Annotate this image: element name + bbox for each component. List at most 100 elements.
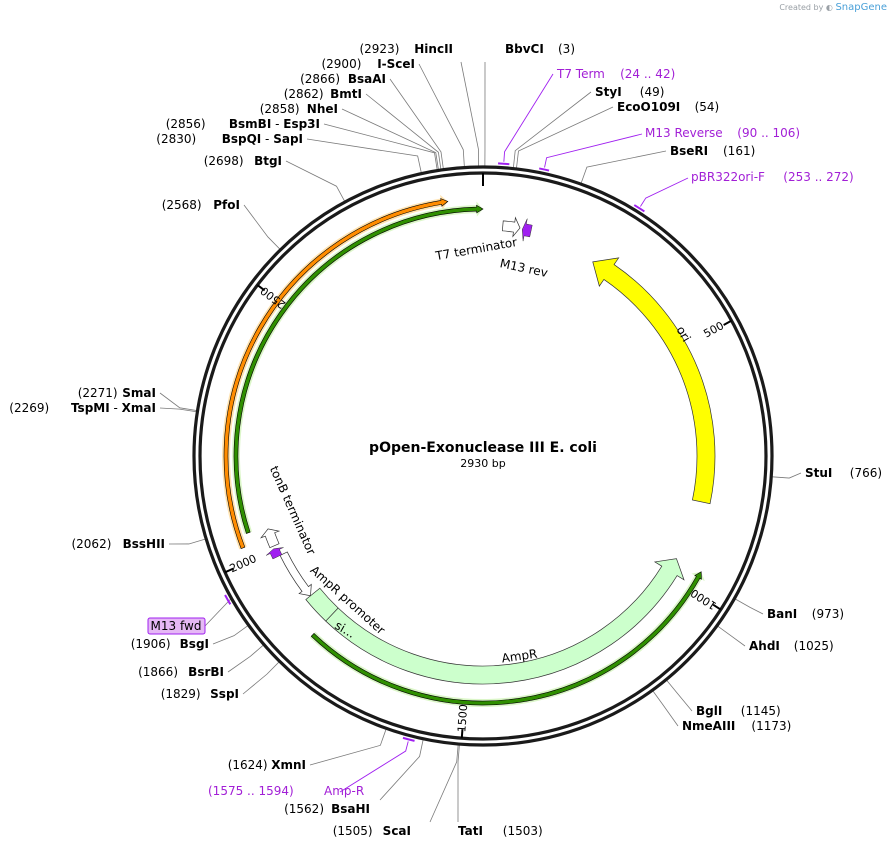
feature-label-m13-rev: M13 rev (499, 256, 549, 280)
site-stui[interactable]: StuI(766) (805, 466, 882, 480)
leader-line (365, 93, 442, 170)
site-position: (1173) (751, 719, 791, 733)
site-bsgi[interactable]: BsgI(1906) (131, 637, 209, 651)
leader-line (457, 745, 460, 823)
site-bani[interactable]: BanI(973) (767, 607, 844, 621)
site-position: (161) (723, 144, 755, 158)
site-pfoi[interactable]: PfoI (2568) (162, 198, 240, 212)
site-nmeaiii[interactable]: NmeAIII(1173) (682, 719, 791, 733)
tick-label: 1000 (688, 586, 719, 612)
orf-arrow[interactable] (223, 198, 449, 549)
site-bmti[interactable]: BmtI(2862) (284, 87, 362, 101)
site-name: PfoI (213, 198, 240, 212)
feature-t7-terminator[interactable] (501, 216, 521, 238)
site-bsahi[interactable]: BsaHI(1562) (284, 802, 370, 816)
site-name: BbvCI (505, 42, 544, 56)
site-bsmbi[interactable]: BsmBI - Esp3I(2856) (166, 117, 320, 131)
site-position: (1025) (794, 639, 834, 653)
primer-name: M13 fwd (151, 619, 202, 633)
leader-line (735, 598, 764, 615)
site-ahdi[interactable]: AhdI(1025) (749, 639, 834, 653)
leader-line (243, 204, 281, 250)
feature-m13-fwd[interactable] (266, 547, 284, 560)
feature-m13-rev[interactable] (522, 218, 533, 242)
feature-tonb-terminator[interactable] (260, 528, 281, 549)
site-bseri[interactable]: BseRI(161) (670, 144, 755, 158)
site-position: (2269) (9, 401, 49, 415)
site-name: StyI (595, 85, 622, 99)
site-name: BtgI (254, 154, 282, 168)
leader-line (306, 138, 422, 173)
site-position: (766) (850, 466, 882, 480)
site-name: EcoO109I (617, 100, 680, 114)
site-position: (2923) (359, 42, 399, 56)
site-name: BsrBI (188, 665, 224, 679)
leader-line (717, 625, 746, 647)
site-bspqi[interactable]: BspQI - SapI(2830) (156, 132, 303, 146)
primer-label-box (147, 617, 206, 635)
leader-line (341, 108, 439, 170)
primer-m13-reverse[interactable]: M13 Reverse(90 .. 106) (645, 126, 800, 140)
tick-mark (460, 729, 464, 739)
site-position: (1624) (228, 758, 268, 772)
tick-mark (224, 567, 234, 574)
site-sspi[interactable]: SspI(1829) (161, 687, 239, 701)
primer-pbr322ori-f-bar (633, 204, 645, 213)
site-position: (49) (640, 85, 665, 99)
leader-line (227, 644, 264, 673)
primer-name: Amp-R (324, 784, 364, 798)
site-position: (1562) (284, 802, 324, 816)
site-name: BanI (767, 607, 797, 621)
site-scai[interactable]: ScaI(1505) (333, 824, 411, 838)
site-hincii[interactable]: HincII(2923) (359, 42, 453, 56)
site-nhei[interactable]: NheI(2858) (260, 102, 338, 116)
site-position: (2862) (284, 87, 324, 101)
site-xmni[interactable]: XmnI(1624) (228, 758, 306, 772)
site-name: BspQI - SapI (222, 132, 303, 146)
site-bsshii[interactable]: BssHII(2062) (71, 537, 165, 551)
primer-leader-line (544, 133, 643, 168)
leader-line (429, 744, 459, 823)
leader-line (285, 160, 345, 202)
feature-ori[interactable] (592, 257, 716, 505)
feature-signal-peptide[interactable] (305, 587, 339, 622)
primer-range: (90 .. 106) (737, 126, 800, 140)
site-position: (2568) (162, 198, 202, 212)
primer-leader-line (503, 73, 554, 162)
site-i-scei[interactable]: I-SceI(2900) (321, 57, 415, 71)
orf-arrow[interactable] (233, 204, 484, 534)
site-btgi[interactable]: BtgI(2698) (204, 154, 282, 168)
site-ecoo109i[interactable]: EcoO109I(54) (617, 100, 719, 114)
primer-t7-term[interactable]: T7 Term(24 .. 42) (556, 67, 675, 81)
site-bgli[interactable]: BglI(1145) (696, 704, 781, 718)
feature-ampr-promoter[interactable] (279, 551, 312, 597)
credit-brand: SnapGene (835, 2, 887, 13)
leader-line (666, 680, 693, 712)
site-bbvci[interactable]: BbvCI(3) (505, 42, 575, 56)
tick-mark (256, 284, 266, 292)
site-bsaai[interactable]: BsaAI(2866) (300, 72, 386, 86)
primer-amp-r-bar (402, 736, 415, 742)
tick-label: 500 (701, 319, 726, 340)
site-bsrbi[interactable]: BsrBI(1866) (138, 665, 224, 679)
tick-label: 1500 (455, 704, 470, 733)
primer-t7-term-bar (498, 162, 510, 166)
primer-amp-r[interactable]: (1575 .. 1594)Amp-R (208, 784, 364, 798)
leader-line (379, 739, 424, 801)
primer-m13-reverse-bar (539, 167, 550, 172)
leader-line (323, 123, 438, 170)
site-tati[interactable]: TatI(1503) (458, 824, 543, 838)
primer-m13-fwd-label[interactable]: M13 fwd (147, 617, 206, 635)
site-name: BsmBI - Esp3I (229, 117, 320, 131)
site-styi[interactable]: StyI (49) (595, 85, 664, 99)
site-smai[interactable]: SmaI(2271) (78, 386, 156, 400)
site-name: NheI (307, 102, 338, 116)
leader-line (159, 392, 197, 411)
site-position: (2900) (321, 57, 361, 71)
leader-line (580, 150, 667, 184)
leader-line (204, 597, 233, 627)
primer-pbr322ori-f[interactable]: pBR322ori-F(253 .. 272) (691, 170, 854, 184)
site-position: (2062) (71, 537, 111, 551)
orf-arrow[interactable] (310, 571, 702, 706)
site-tspmi[interactable]: TspMI - XmaI(2269) (9, 401, 156, 415)
